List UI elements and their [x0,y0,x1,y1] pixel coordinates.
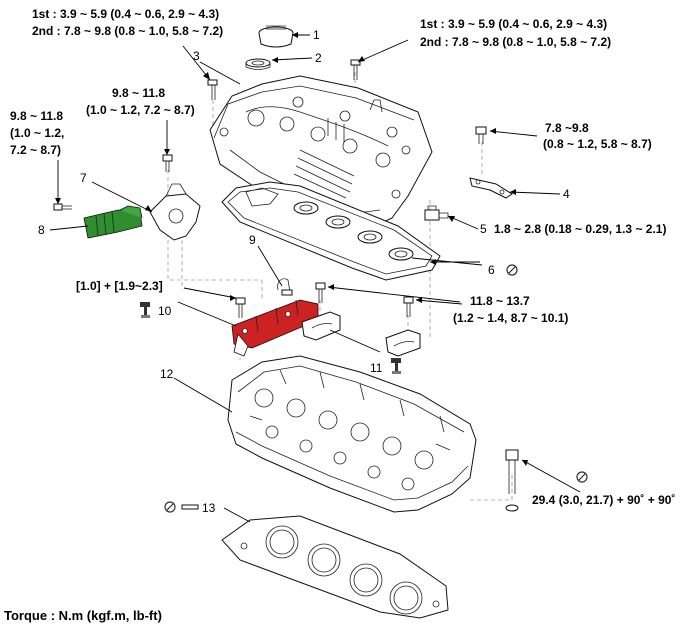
torque-head-bolt: 29.4 (3.0, 21.7) + 90˚ + 90˚ [532,493,675,507]
callout-4: 4 [563,187,570,201]
torque-bracket-1: 7.8 ~9.8 [545,121,589,135]
callout-2: 2 [315,51,322,65]
callout-7: 7 [80,171,87,185]
torque-cover-right-2nd: 2nd : 7.8 ~ 9.8 (0.8 ~ 1.0, 5.8 ~ 7.2) [420,35,611,49]
callout-8: 8 [38,223,45,237]
hammer-tap-icon [140,302,150,318]
bearing-cap-rear [301,311,421,357]
torque-ocv-adapter-1: 9.8 ~ 11.8 [112,86,165,100]
no-reuse-icon [506,264,518,276]
bearing-cap-bolt-front [235,297,246,318]
torque-ocv-2: (1.0 ~ 1.2, [10,126,64,140]
callout-numbers: 1 2 3 4 5 6 7 8 9 10 11 12 13 [38,28,570,515]
spark-plug-tube-seals [293,201,414,261]
ocv-adapter-bolt [162,154,173,172]
torque-ocv-1: 9.8 ~ 11.8 [10,109,63,123]
dowel-pin [181,504,199,510]
no-reuse-icon [576,471,588,483]
head-cover-gasket [221,181,441,281]
no-reuse-icon [164,501,176,513]
cover-bolt-left [207,79,218,100]
callout-9: 9 [249,233,256,247]
torque-cover-right-1st: 1st : 3.9 ~ 5.9 (0.4 ~ 0.6, 2.9 ~ 4.3) [420,17,607,31]
torque-front-cap: [1.0] + [1.9~2.3] [76,279,163,293]
callout-12: 12 [160,367,174,381]
hammer-tap-icon [391,358,401,374]
callout-3: 3 [193,49,200,63]
torque-ocv-adapter-2: (1.0 ~ 1.2, 7.2 ~ 8.7) [86,103,195,117]
cylinder-head-gasket [221,515,449,619]
torque-bracket-2: (0.8 ~ 1.2, 5.8 ~ 8.7) [543,137,652,151]
leader-lines [49,34,581,523]
cylinder-head [227,355,477,513]
filler-cap-seal [245,58,271,70]
bracket-bolt [475,126,487,144]
callout-5: 5 [480,222,487,236]
callout-1: 1 [313,28,320,42]
sensor [424,205,449,221]
oil-control-valve [83,205,143,239]
oil-filler-cap [258,25,294,48]
bracket [469,177,513,199]
bearing-cap-bolts [315,282,414,317]
torque-ocv-3: 7.2 ~ 8.7) [10,143,61,157]
cover-bolt-right [350,59,361,80]
callout-13: 13 [202,501,216,515]
arrowheads [55,32,528,466]
torque-cover-left-1st: 1st : 3.9 ~ 5.9 (0.4 ~ 0.6, 2.9 ~ 4.3) [32,7,219,21]
callout-6: 6 [488,263,495,277]
torque-units-footer: Torque : N.m (kgf.m, lb-ft) [4,608,162,623]
torque-sensor: 1.8 ~ 2.8 (0.18 ~ 0.29, 1.3 ~ 2.1) [494,222,666,236]
torque-cover-left-2nd: 2nd : 7.8 ~ 9.8 (0.8 ~ 1.0, 5.8 ~ 7.2) [32,24,223,38]
torque-bearing-cap-1: 11.8 ~ 13.7 [470,294,530,308]
torque-labels: 1st : 3.9 ~ 5.9 (0.4 ~ 0.6, 2.9 ~ 4.3) 2… [10,7,675,507]
callout-11: 11 [370,361,383,375]
ocv-bolt [53,203,72,211]
torque-bearing-cap-2: (1.2 ~ 1.4, 8.7 ~ 10.1) [453,311,568,325]
cylinder-head-bolt [505,449,519,512]
callout-10: 10 [158,304,172,318]
ocv-adapter [149,183,201,241]
hook [277,278,293,296]
